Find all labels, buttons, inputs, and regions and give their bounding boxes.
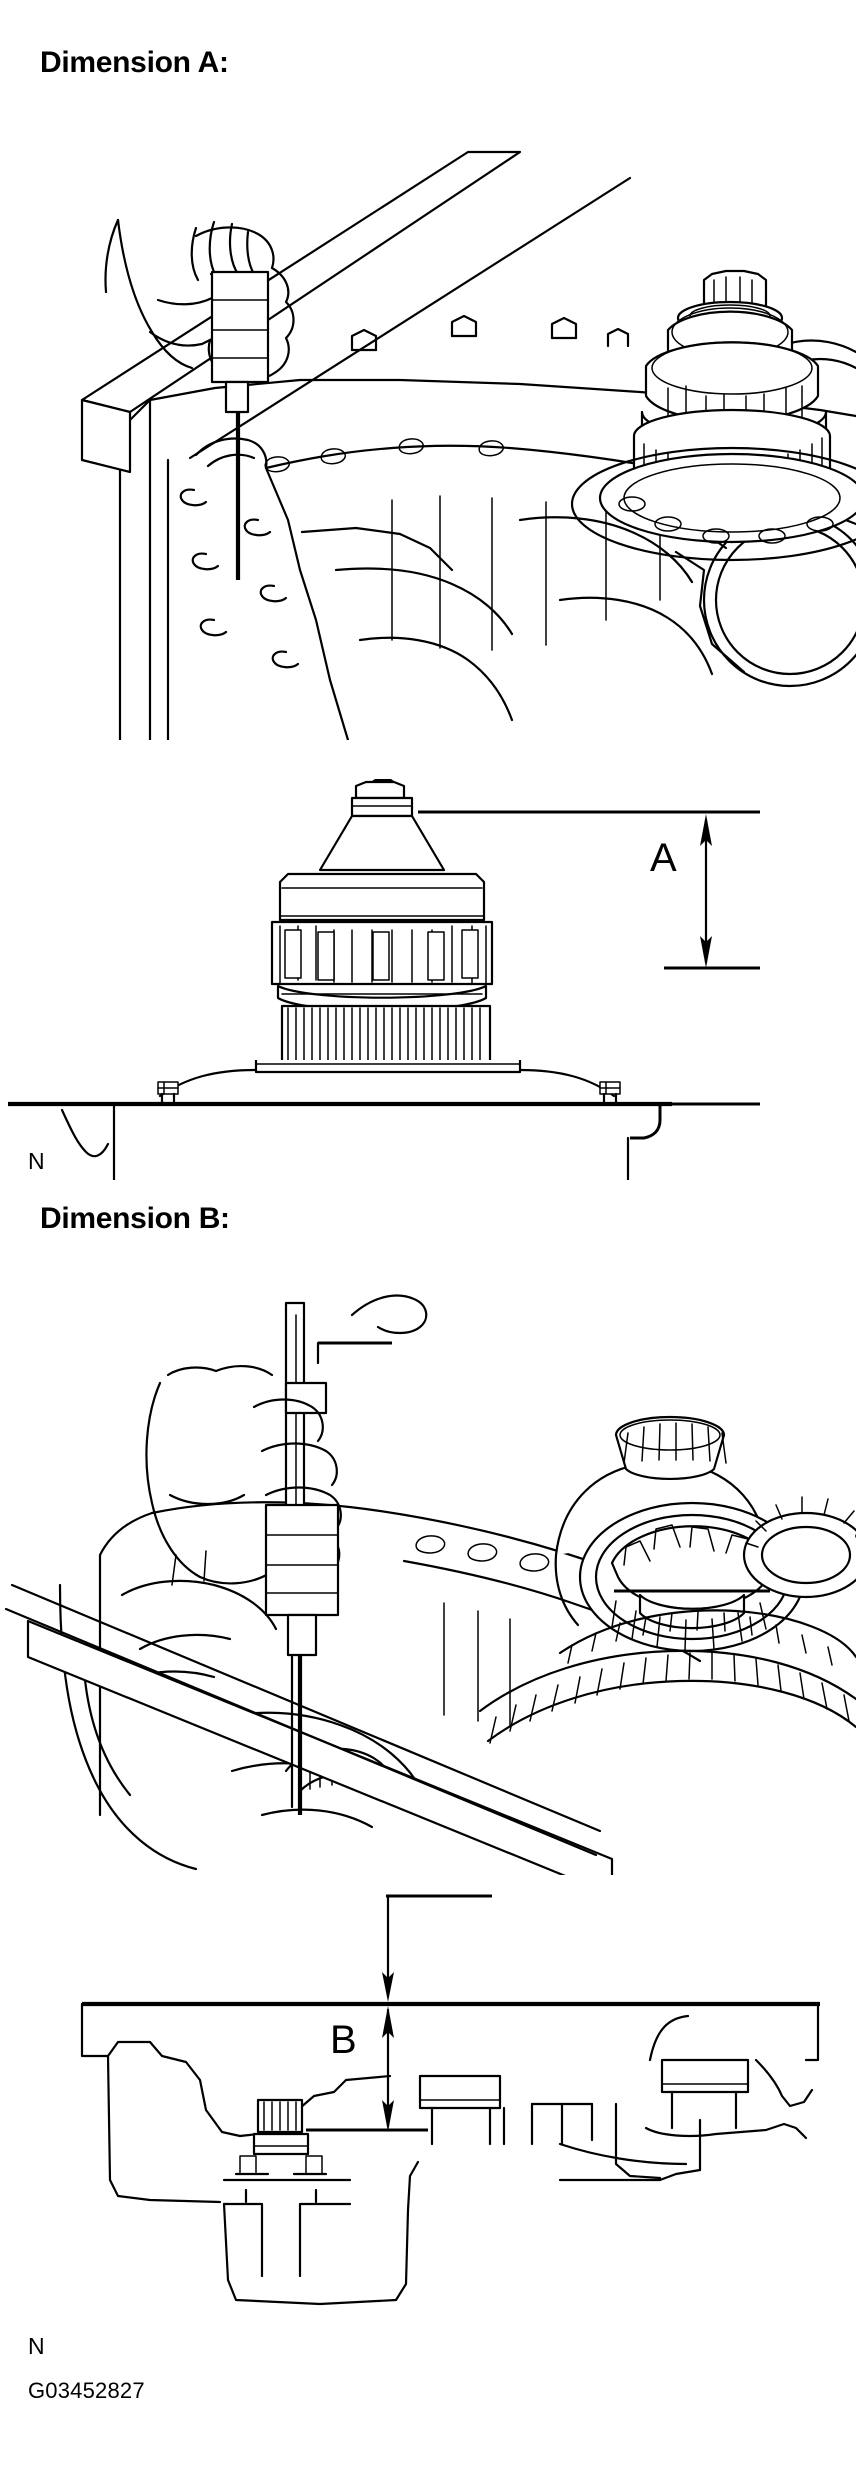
dimension-b-label: B (330, 2018, 357, 2062)
dimension-a-cross-section (0, 740, 856, 1080)
footer-marker: N (28, 2333, 45, 2359)
dimension-a-marker: N (28, 1148, 45, 1174)
dimension-a-illustration (0, 100, 856, 740)
dimension-a-heading: Dimension A: (40, 46, 229, 79)
figure-code: G03452827 (28, 2378, 145, 2403)
dimension-a-label: A (650, 836, 677, 880)
dimension-b-heading: Dimension B: (40, 1202, 230, 1235)
dimension-a-case-surface (0, 1060, 856, 1180)
dimension-b-illustration (0, 1255, 856, 1875)
dimension-b-cross-section (0, 1880, 856, 2320)
